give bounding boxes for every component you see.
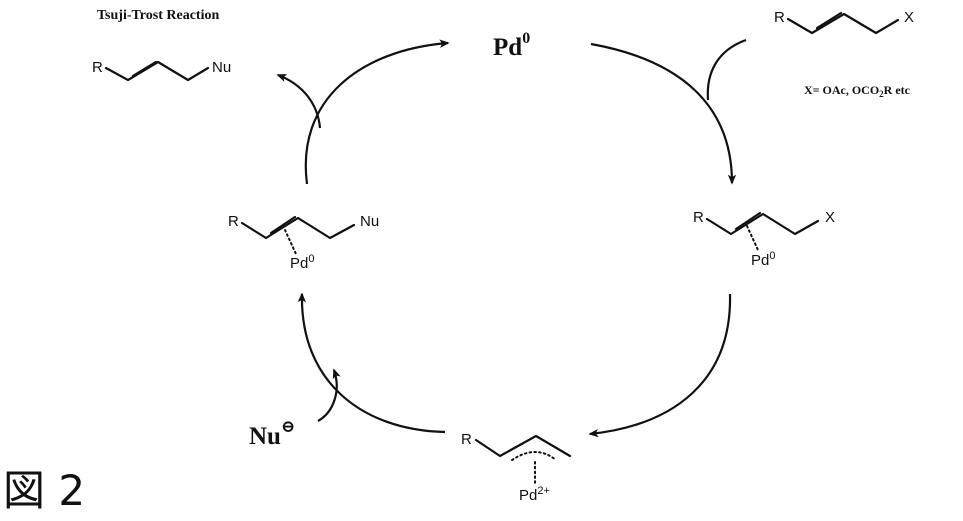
pi-allyl-pd2-complex: R Pd2+ <box>461 431 572 504</box>
svg-text:Pd2+: Pd2+ <box>519 485 550 504</box>
arrow-substrate-entry <box>706 38 747 101</box>
nucleophile-label: Nu⊖ <box>249 417 295 450</box>
svg-text:Pd0: Pd0 <box>290 253 314 272</box>
catalyst-superscript: 0 <box>522 30 530 47</box>
arrow-complex-to-allyl <box>588 293 732 438</box>
pd0-alkene-complex-nu: R Nu Pd0 <box>228 213 379 272</box>
svg-text:Nu: Nu <box>212 59 231 76</box>
arrow-pd0-to-complex <box>590 42 737 185</box>
svg-text:R: R <box>92 59 103 76</box>
svg-text:X: X <box>825 209 835 226</box>
arrow-nu-complex-to-pd0 <box>304 39 450 185</box>
diagram-title: Tsuji-Trost Reaction <box>97 8 219 23</box>
svg-text:R: R <box>693 209 704 226</box>
svg-text:Nu⊖: Nu⊖ <box>249 417 295 450</box>
svg-text:Pd0: Pd0 <box>751 250 775 269</box>
arrow-product-release <box>276 73 322 129</box>
figure-label: 図 2 <box>3 466 86 515</box>
product-molecule: R Nu <box>92 59 231 82</box>
nucleophile-charge: ⊖ <box>281 417 295 436</box>
svg-text:R: R <box>228 213 239 230</box>
arrow-nucleophile-attack <box>317 368 341 422</box>
arrow-allyl-to-nu-complex <box>297 292 446 434</box>
svg-text:Nu: Nu <box>360 213 379 230</box>
catalyst-symbol: Pd <box>493 34 522 61</box>
substrate-molecule: R X <box>774 9 914 35</box>
catalyst-pd0: Pd0 <box>493 30 530 61</box>
svg-text:R: R <box>461 431 472 448</box>
svg-text:Pd0: Pd0 <box>493 30 530 61</box>
leaving-group-note: X= OAc, OCO2R etc <box>804 83 911 99</box>
nucleophile-symbol: Nu <box>249 423 281 450</box>
svg-text:X: X <box>904 9 914 26</box>
pd0-alkene-complex-x: R X Pd0 <box>693 209 835 269</box>
svg-text:R: R <box>774 9 785 26</box>
